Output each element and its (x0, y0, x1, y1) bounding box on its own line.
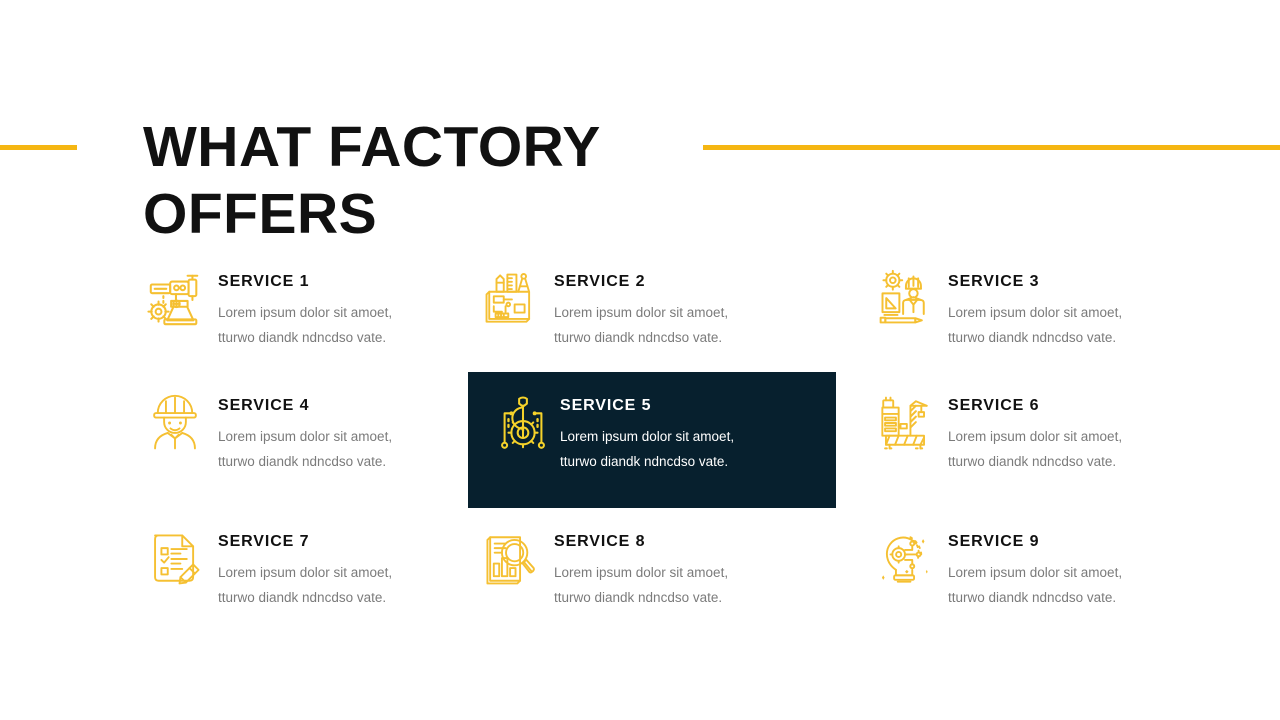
worker-hardhat-icon (132, 385, 218, 457)
service-text-block: SERVICE 5 Lorem ipsum dolor sit amoet, t… (560, 385, 734, 474)
service-text-block: SERVICE 2 Lorem ipsum dolor sit amoet, t… (554, 261, 728, 350)
service-text-block: SERVICE 6 Lorem ipsum dolor sit amoet, t… (948, 385, 1122, 474)
accent-rule-right (703, 145, 1280, 150)
gear-wrench-circuit-icon (468, 385, 560, 457)
service-title: SERVICE 7 (218, 533, 310, 550)
service-text-block: SERVICE 1 Lorem ipsum dolor sit amoet, t… (218, 261, 392, 350)
service-item-6[interactable]: SERVICE 6 Lorem ipsum dolor sit amoet, t… (862, 372, 1230, 508)
service-item-8[interactable]: SERVICE 8 Lorem ipsum dolor sit amoet, t… (468, 508, 836, 644)
service-description: Lorem ipsum dolor sit amoet, tturwo dian… (948, 429, 1123, 469)
service-description: Lorem ipsum dolor sit amoet, tturwo dian… (948, 305, 1123, 345)
service-description: Lorem ipsum dolor sit amoet, tturwo dian… (948, 565, 1123, 605)
service-description: Lorem ipsum dolor sit amoet, tturwo dian… (218, 305, 393, 345)
service-item-3[interactable]: SERVICE 3 Lorem ipsum dolor sit amoet, t… (862, 248, 1230, 384)
robotic-arm-icon (132, 261, 218, 333)
service-description: Lorem ipsum dolor sit amoet, tturwo dian… (560, 429, 735, 469)
service-description: Lorem ipsum dolor sit amoet, tturwo dian… (554, 565, 729, 605)
service-title: SERVICE 9 (948, 533, 1040, 550)
service-text-block: SERVICE 9 Lorem ipsum dolor sit amoet, t… (948, 521, 1122, 610)
blueprint-drafting-icon (468, 261, 554, 333)
service-description: Lorem ipsum dolor sit amoet, tturwo dian… (218, 429, 393, 469)
service-title: SERVICE 2 (554, 273, 646, 290)
service-item-7[interactable]: SERVICE 7 Lorem ipsum dolor sit amoet, t… (132, 508, 500, 644)
service-title: SERVICE 1 (218, 273, 310, 290)
service-description: Lorem ipsum dolor sit amoet, tturwo dian… (218, 565, 393, 605)
checklist-pencil-icon (132, 521, 218, 593)
service-item-1[interactable]: SERVICE 1 Lorem ipsum dolor sit amoet, t… (132, 248, 500, 384)
service-text-block: SERVICE 4 Lorem ipsum dolor sit amoet, t… (218, 385, 392, 474)
service-title: SERVICE 6 (948, 397, 1040, 414)
service-title: SERVICE 3 (948, 273, 1040, 290)
service-item-2[interactable]: SERVICE 2 Lorem ipsum dolor sit amoet, t… (468, 248, 836, 384)
service-title: SERVICE 5 (560, 397, 652, 414)
service-text-block: SERVICE 8 Lorem ipsum dolor sit amoet, t… (554, 521, 728, 610)
service-title: SERVICE 8 (554, 533, 646, 550)
page-title: WHAT FACTORY OFFERS (143, 115, 601, 247)
chart-magnifier-icon (468, 521, 554, 593)
lightbulb-circuit-icon (862, 521, 948, 593)
service-item-9[interactable]: SERVICE 9 Lorem ipsum dolor sit amoet, t… (862, 508, 1230, 644)
service-item-5[interactable]: SERVICE 5 Lorem ipsum dolor sit amoet, t… (468, 372, 836, 508)
service-description: Lorem ipsum dolor sit amoet, tturwo dian… (554, 305, 729, 345)
engineer-blueprint-icon (862, 261, 948, 333)
service-title: SERVICE 4 (218, 397, 310, 414)
accent-rule-left (0, 145, 77, 150)
construction-crane-icon (862, 385, 948, 457)
services-grid: SERVICE 1 Lorem ipsum dolor sit amoet, t… (0, 248, 1280, 638)
slide-header: WHAT FACTORY OFFERS (0, 0, 1280, 246)
service-item-4[interactable]: SERVICE 4 Lorem ipsum dolor sit amoet, t… (132, 372, 500, 508)
service-text-block: SERVICE 3 Lorem ipsum dolor sit amoet, t… (948, 261, 1122, 350)
service-text-block: SERVICE 7 Lorem ipsum dolor sit amoet, t… (218, 521, 392, 610)
